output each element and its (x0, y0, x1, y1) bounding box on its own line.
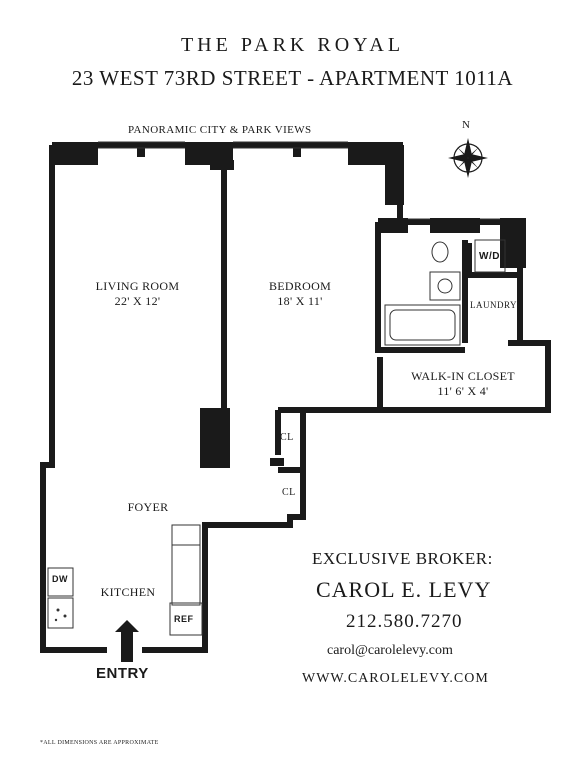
closet-2-label: CL (282, 487, 296, 498)
dishwasher (47, 567, 74, 597)
walk-in-closet-label: WALK-IN CLOSET 11' 6' X 4' (398, 369, 528, 399)
dimensions-disclaimer: *ALL DIMENSIONS ARE APPROXIMATE (40, 740, 159, 746)
washer-dryer-label: W/D (479, 251, 500, 262)
wall-block (270, 458, 284, 466)
dishwasher-label: DW (52, 574, 68, 584)
wall-block (430, 218, 480, 233)
broker-email[interactable]: carol@carolelevy.com (327, 643, 453, 658)
bedroom-name: BEDROOM (268, 279, 332, 293)
compass-rose (448, 138, 488, 178)
kitchen-label: KITCHEN (100, 585, 156, 599)
apartment-address: 23 WEST 73RD STREET - APARTMENT 1011A (71, 66, 514, 90)
sink (47, 597, 74, 629)
outer-wall (40, 145, 107, 653)
closet-wall (377, 340, 551, 413)
closet-1-label: CL (280, 432, 294, 443)
toilet (431, 241, 449, 263)
living-room-size: 22' X 12' (114, 294, 161, 308)
outer-wall-kitchen-right (142, 465, 306, 653)
entry-label: ENTRY (96, 665, 149, 682)
foyer-label: FOYER (127, 500, 169, 514)
broker-website[interactable]: WWW.CAROLELEVY.COM (302, 671, 489, 686)
living-room-label: LIVING ROOM 22' X 12' (80, 279, 195, 309)
vanity (429, 271, 461, 301)
kitchen-counter (171, 524, 201, 606)
walk-in-closet-name: WALK-IN CLOSET (411, 369, 515, 383)
refrigerator (169, 602, 203, 636)
views-label: PANORAMIC CITY & PARK VIEWS (128, 124, 312, 136)
refrigerator-label: REF (174, 614, 194, 624)
bath-bottom-wall (375, 222, 465, 353)
bathtub-inner (389, 309, 456, 341)
wall-block (462, 243, 472, 273)
bedroom-size: 18' X 11' (277, 294, 323, 308)
wall-block (200, 408, 230, 468)
wall-block (52, 145, 98, 165)
washer-dryer-box (474, 239, 506, 273)
wall-block (378, 218, 408, 233)
wall-block (137, 145, 145, 157)
laundry-label: LAUNDRY (470, 300, 518, 310)
wall-block (500, 218, 526, 268)
wall-block (385, 160, 404, 205)
broker-phone: 212.580.7270 (346, 611, 463, 632)
broker-name: CAROL E. LEVY (316, 577, 492, 602)
living-room-name: LIVING ROOM (95, 279, 180, 293)
wall-block (293, 145, 301, 157)
wall-block (210, 160, 234, 170)
broker-heading: EXCLUSIVE BROKER: (312, 549, 493, 568)
compass-north-label: N (462, 119, 471, 131)
bathtub (384, 304, 461, 346)
building-name: THE PARK ROYAL (180, 34, 405, 56)
bedroom-label: BEDROOM 18' X 11' (255, 279, 345, 309)
walk-in-closet-size: 11' 6' X 4' (437, 384, 489, 398)
entry-arrow (115, 620, 139, 662)
